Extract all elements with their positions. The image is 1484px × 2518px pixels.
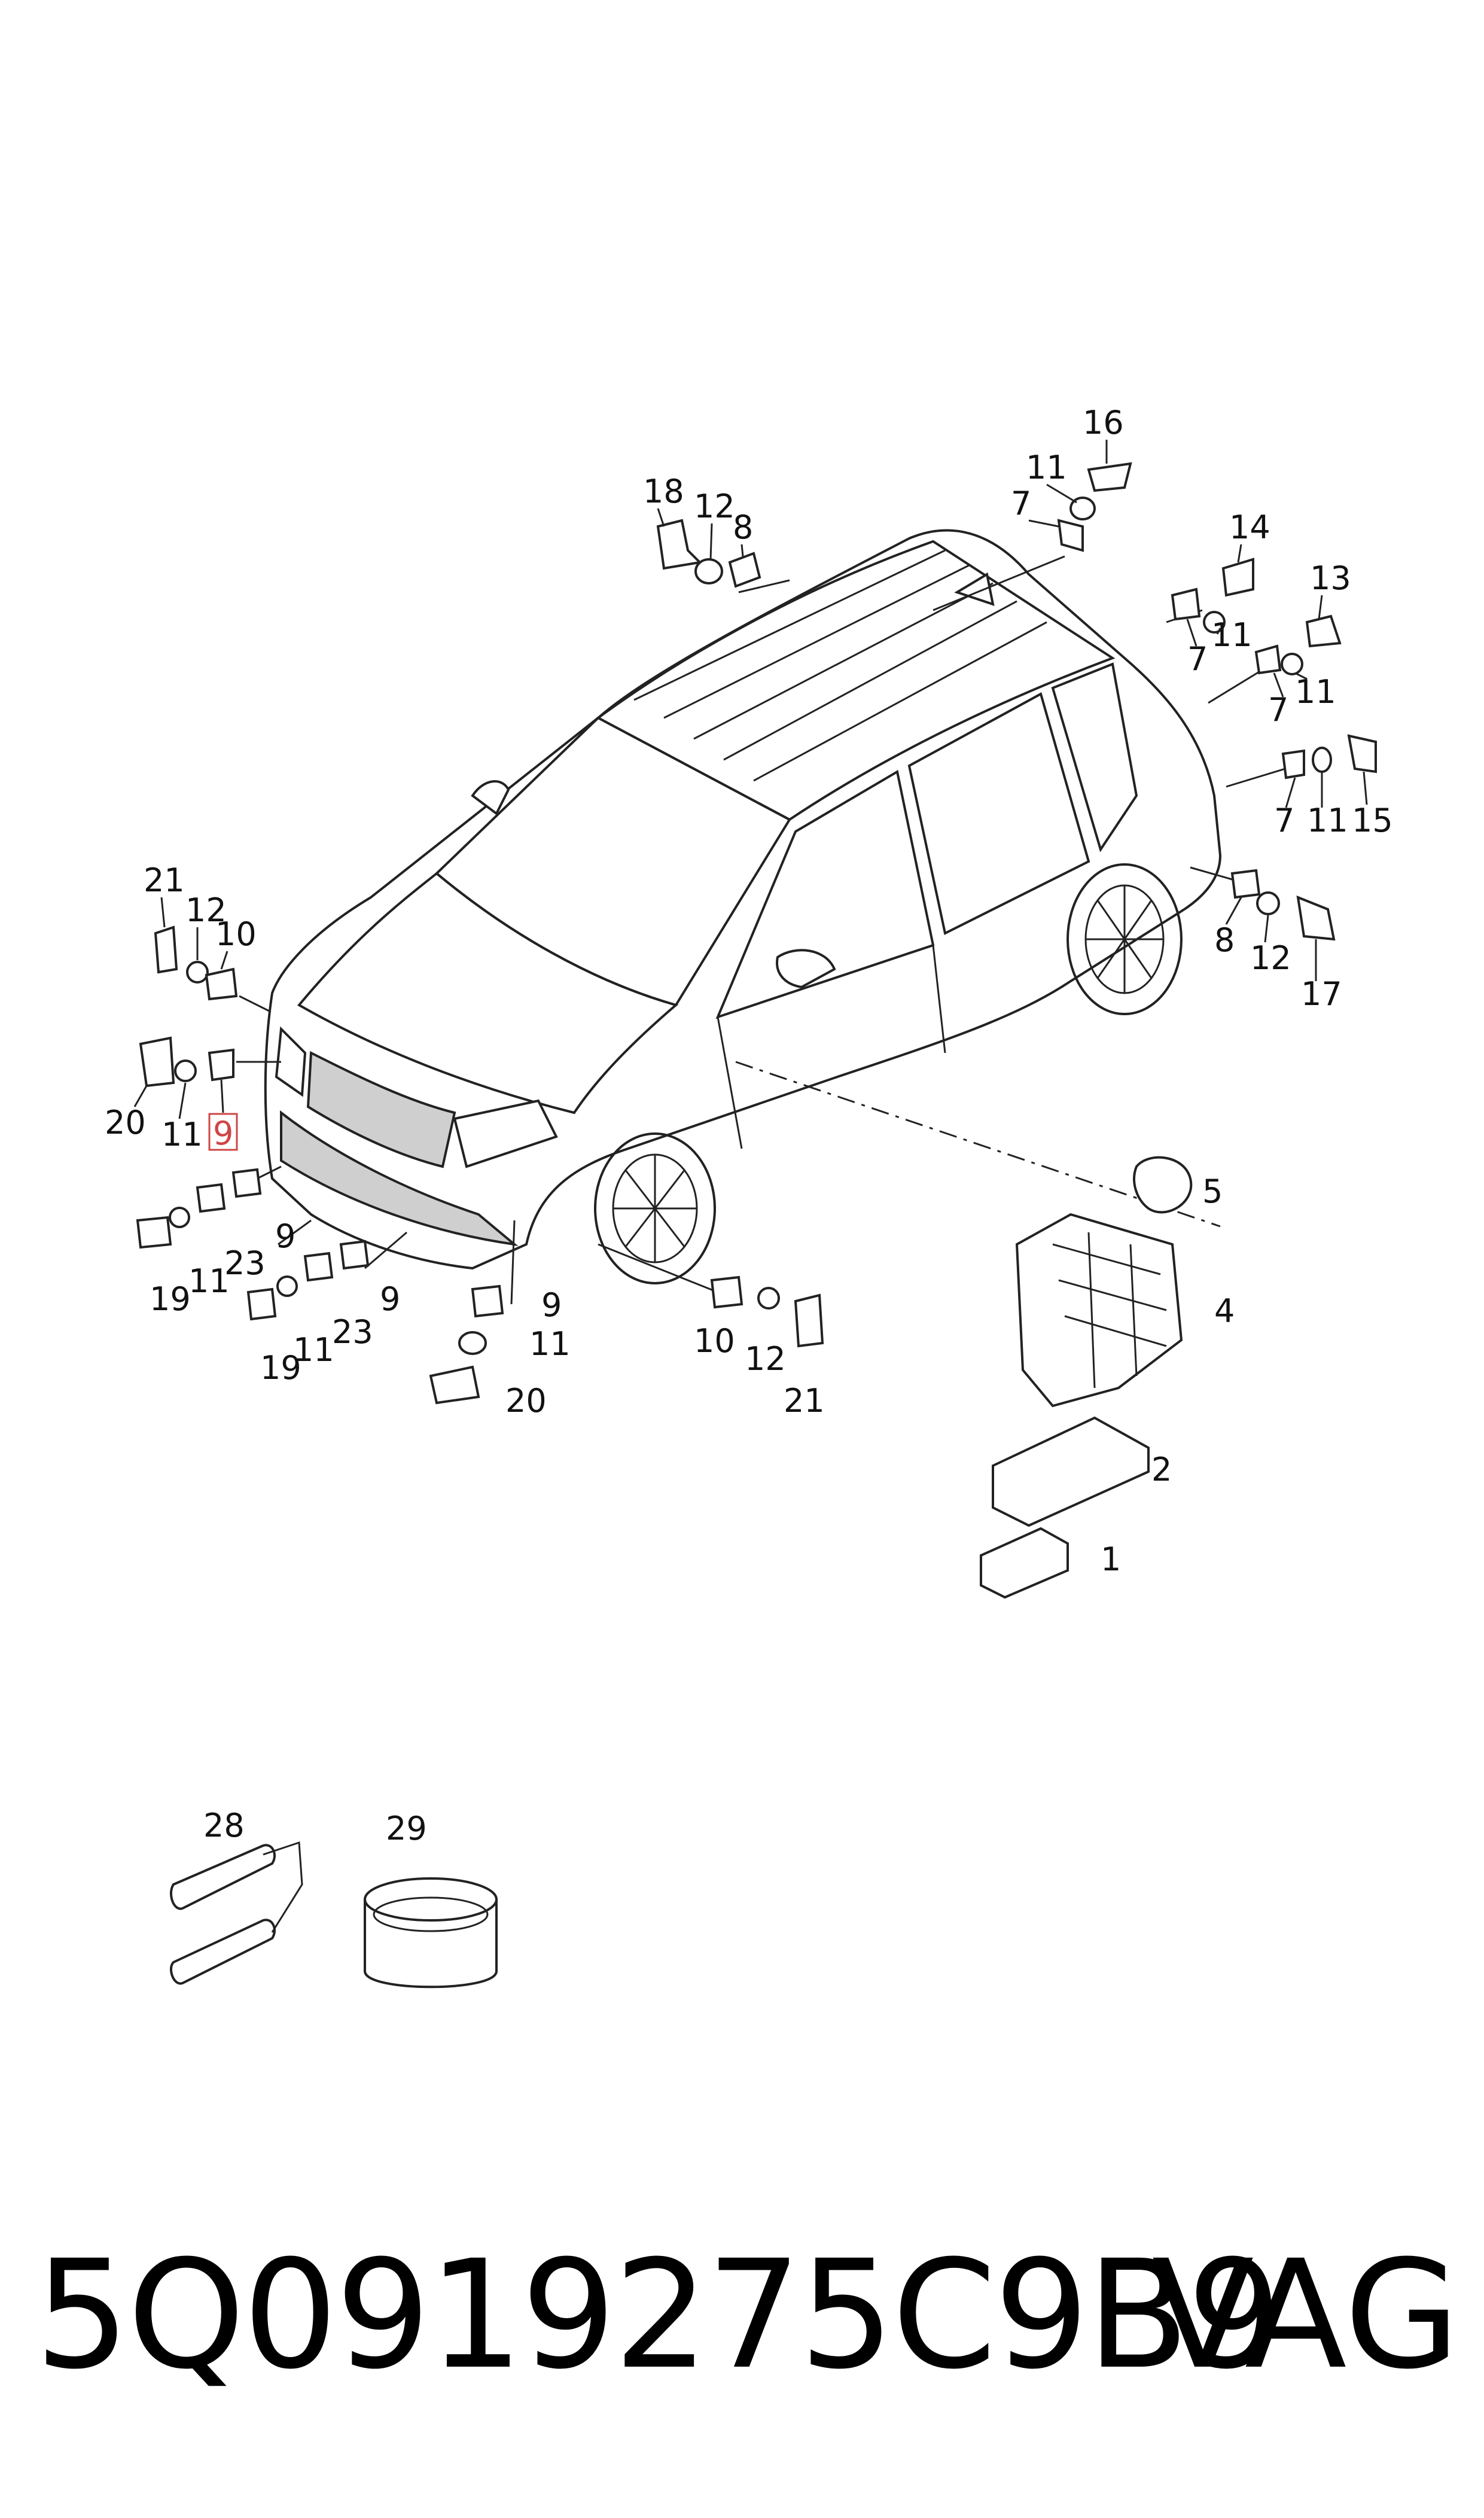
label-9-highlighted: 9 [213,1115,233,1152]
label-21: 21 [784,1382,825,1420]
label-11: 11 [1026,449,1067,486]
car-illustration [264,529,1222,1284]
label-7: 7 [1268,691,1288,729]
label-11: 11 [1307,802,1348,839]
label-29: 29 [386,1810,427,1847]
label-5: 5 [1202,1173,1223,1210]
label-18: 18 [643,473,684,510]
label-10: 10 [215,915,257,953]
label-20: 20 [505,1382,547,1420]
label-19: 19 [150,1280,191,1318]
label-21: 21 [144,861,185,899]
parts [136,462,1377,1989]
label-8: 8 [733,509,753,546]
label-15: 15 [1352,802,1393,839]
label-7: 7 [1187,640,1208,678]
label-14: 14 [1229,509,1270,546]
label-7: 7 [1274,802,1294,839]
label-2: 2 [1151,1451,1172,1488]
label-9: 9 [380,1280,400,1318]
footer: 5Q0919275C9B9 VAG [0,2225,1484,2405]
label-9: 9 [275,1217,295,1255]
label-8: 8 [1214,921,1235,959]
label-17: 17 [1301,975,1342,1013]
label-28: 28 [203,1807,245,1844]
label-4: 4 [1214,1292,1235,1330]
label-10: 10 [694,1322,735,1360]
label-11: 11 [188,1262,230,1300]
label-12: 12 [185,891,227,929]
label-9: 9 [541,1286,562,1324]
part-number: 5Q0919275C9B9 [35,2228,1282,2402]
highlight-box [208,1113,238,1151]
label-11: 11 [1295,673,1336,711]
label-13: 13 [1310,559,1351,597]
label-11: 11 [161,1116,203,1153]
label-23: 23 [224,1244,266,1282]
label-11: 11 [1211,616,1253,654]
label-1: 1 [1101,1540,1121,1578]
label-11: 11 [293,1331,334,1369]
brand-name: VAG [1151,2228,1460,2402]
label-23: 23 [332,1313,373,1351]
label-ticks [133,440,1368,1119]
label-12: 12 [694,488,735,525]
label-20: 20 [105,1104,146,1141]
label-12: 12 [745,1340,786,1378]
callout-labels: 18 12 8 16 11 7 14 7 11 13 7 11 7 11 15 … [105,404,1393,1847]
label-16: 16 [1083,404,1124,442]
label-19: 19 [260,1349,301,1387]
label-12: 12 [1250,939,1291,977]
leader-lines [236,555,1296,1305]
label-11: 11 [529,1325,571,1363]
label-7: 7 [1011,485,1031,522]
